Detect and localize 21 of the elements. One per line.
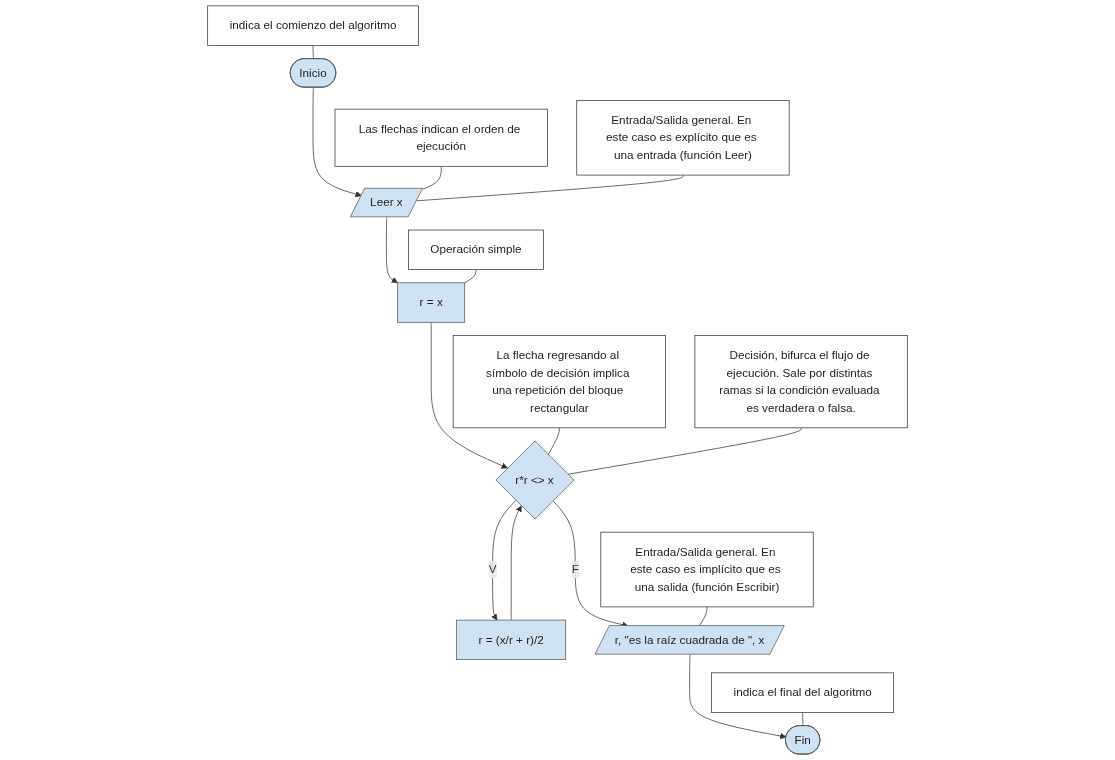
node-box: r = (x/r + r)/2 xyxy=(456,619,567,660)
connector xyxy=(416,174,684,202)
node-box: indica el final del algoritmo xyxy=(711,672,895,713)
node-box: La flecha regresando al símbolo de decisión implica una repetición del bloque rectangular xyxy=(452,335,666,429)
node-box: Operación simple xyxy=(408,229,544,270)
edge-label: V xyxy=(488,562,497,576)
node-box: r = x xyxy=(397,282,466,323)
connector xyxy=(422,165,442,190)
connector xyxy=(802,712,804,727)
node-box: Entrada/Salida general. En este caso es explícito que es una entrada (función Leer) xyxy=(576,100,790,176)
connector xyxy=(699,606,708,627)
connector xyxy=(567,427,802,475)
node-box: indica el comienzo del algoritmo xyxy=(207,5,419,46)
connector xyxy=(464,269,477,284)
edge-label: F xyxy=(571,562,579,576)
connector xyxy=(312,45,314,60)
connector xyxy=(547,427,560,456)
node-box: Decisión, bifurca el flujo de ejecución. Sale por distintas ramas si la condición evaluada es verdadera o falsa. xyxy=(694,335,908,429)
node-box: Las flechas indican el orden de ejecución xyxy=(334,108,548,167)
node-diamond: r*r <> x xyxy=(495,440,575,520)
node-box: Entrada/Salida general. En este caso es implícito que es una salida (función Escribir) xyxy=(600,531,814,608)
